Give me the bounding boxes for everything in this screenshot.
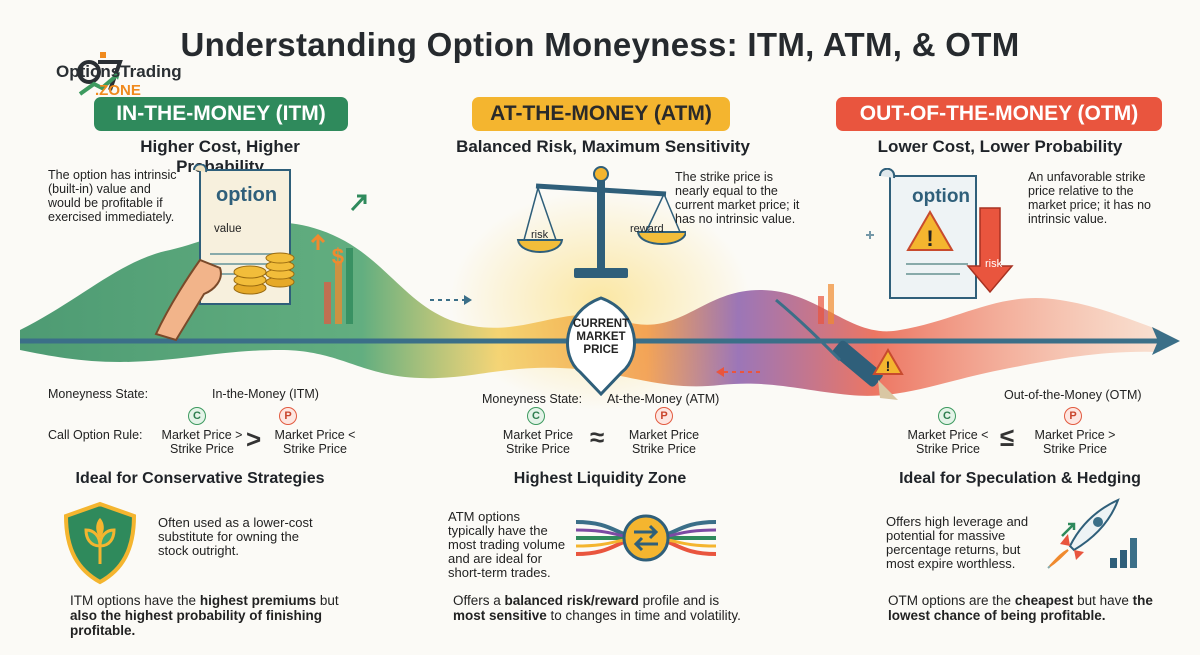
otm-doc-title: option	[912, 186, 971, 207]
otm-subtitle: Lower Cost, Lower Probability	[877, 137, 1123, 156]
otm-call-badge: C	[938, 407, 956, 425]
atm-call-badge: C	[527, 407, 545, 425]
otm-option-document-icon: !	[879, 168, 1014, 299]
atm-footer: Offers a balanced risk/reward profile an…	[453, 593, 741, 623]
atm-banner: AT-THE-MONEY (ATM)	[472, 97, 730, 131]
scale-reward-label: reward	[630, 223, 664, 235]
atm-heading: Highest Liquidity Zone	[513, 470, 687, 487]
svg-text:!: !	[926, 226, 933, 251]
itm-rule-right: Market Price < Strike Price	[274, 428, 356, 456]
otm-risk-label: risk	[985, 258, 1003, 270]
itm-put-badge: P	[279, 407, 297, 425]
otm-description: An unfavorable strike price relative to …	[1028, 170, 1151, 226]
itm-rule-left: Market Price > Strike Price	[161, 428, 243, 456]
atm-put-badge: P	[655, 407, 673, 425]
page-title: Understanding Option Moneyness: ITM, ATM…	[180, 26, 1020, 63]
otm-rule-right: Market Price > Strike Price	[1034, 428, 1116, 456]
balance-scale-icon	[516, 166, 686, 278]
otm-bars-icon	[818, 231, 874, 324]
otm-rule-left: Market Price < Strike Price	[907, 428, 989, 456]
warning-icon: !	[872, 348, 904, 375]
otm-banner: OUT-OF-THE-MONEY (OTM)	[836, 97, 1162, 131]
svg-text:$: $	[332, 244, 344, 269]
itm-description: The option has intrinsic (built-in) valu…	[48, 168, 177, 224]
svg-text:!: !	[886, 358, 891, 374]
atm-rule-symbol: ≈	[590, 422, 605, 452]
atm-rule-left: Market Price Strike Price	[502, 428, 574, 456]
logo-suffix: .ZONE	[95, 82, 141, 99]
otm-put-badge: P	[1064, 407, 1082, 425]
coins-icon	[233, 252, 295, 295]
logo-name: OptionsTrading	[56, 62, 182, 81]
atm-state-label: Moneyness State:	[482, 392, 583, 406]
itm-heading: Ideal for Conservative Strategies	[75, 470, 325, 487]
itm-doc-title: option	[216, 184, 278, 206]
itm-footer: ITM options have the highest premiums bu…	[70, 593, 339, 638]
atm-note: ATM options typically have the most trad…	[448, 509, 566, 580]
liquidity-exchange-icon	[576, 514, 716, 562]
itm-option-document-icon: $	[154, 164, 344, 342]
scale-risk-label: risk	[531, 229, 549, 241]
call-option-rule-label: Call Option Rule:	[48, 428, 143, 442]
atm-rule-right: Market Price Strike Price	[628, 428, 700, 456]
logo-icon	[77, 52, 123, 96]
otm-heading: Ideal for Speculation & Hedging	[899, 470, 1141, 487]
itm-call-badge: C	[188, 407, 206, 425]
atm-state: At-the-Money (ATM)	[607, 392, 720, 406]
itm-bars-icon	[310, 194, 367, 324]
rocket-icon	[1047, 498, 1137, 569]
atm-description: The strike price is nearly equal to the …	[675, 170, 800, 226]
itm-note: Often used as a lower-cost substitute fo…	[158, 515, 313, 558]
atm-subtitle: Balanced Risk, Maximum Sensitivity	[456, 137, 750, 156]
shield-icon	[63, 501, 137, 585]
itm-banner: IN-THE-MONEY (ITM)	[94, 97, 348, 131]
otm-footer: OTM options are the cheapest but have th…	[888, 593, 1153, 623]
itm-state: In-the-Money (ITM)	[212, 387, 319, 401]
itm-rule-symbol: >	[246, 424, 262, 454]
otm-state: Out-of-the-Money (OTM)	[1004, 388, 1142, 402]
moneyness-state-label: Moneyness State:	[48, 387, 149, 401]
current-market-price-marker	[566, 296, 636, 396]
itm-doc-value: value	[214, 223, 242, 235]
current-market-price-label: CURRENT MARKET PRICE	[572, 318, 630, 356]
otm-rule-symbol: ≤	[1000, 422, 1015, 452]
otm-note: Offers high leverage and potential for m…	[886, 514, 1029, 571]
pen-icon	[775, 298, 898, 400]
